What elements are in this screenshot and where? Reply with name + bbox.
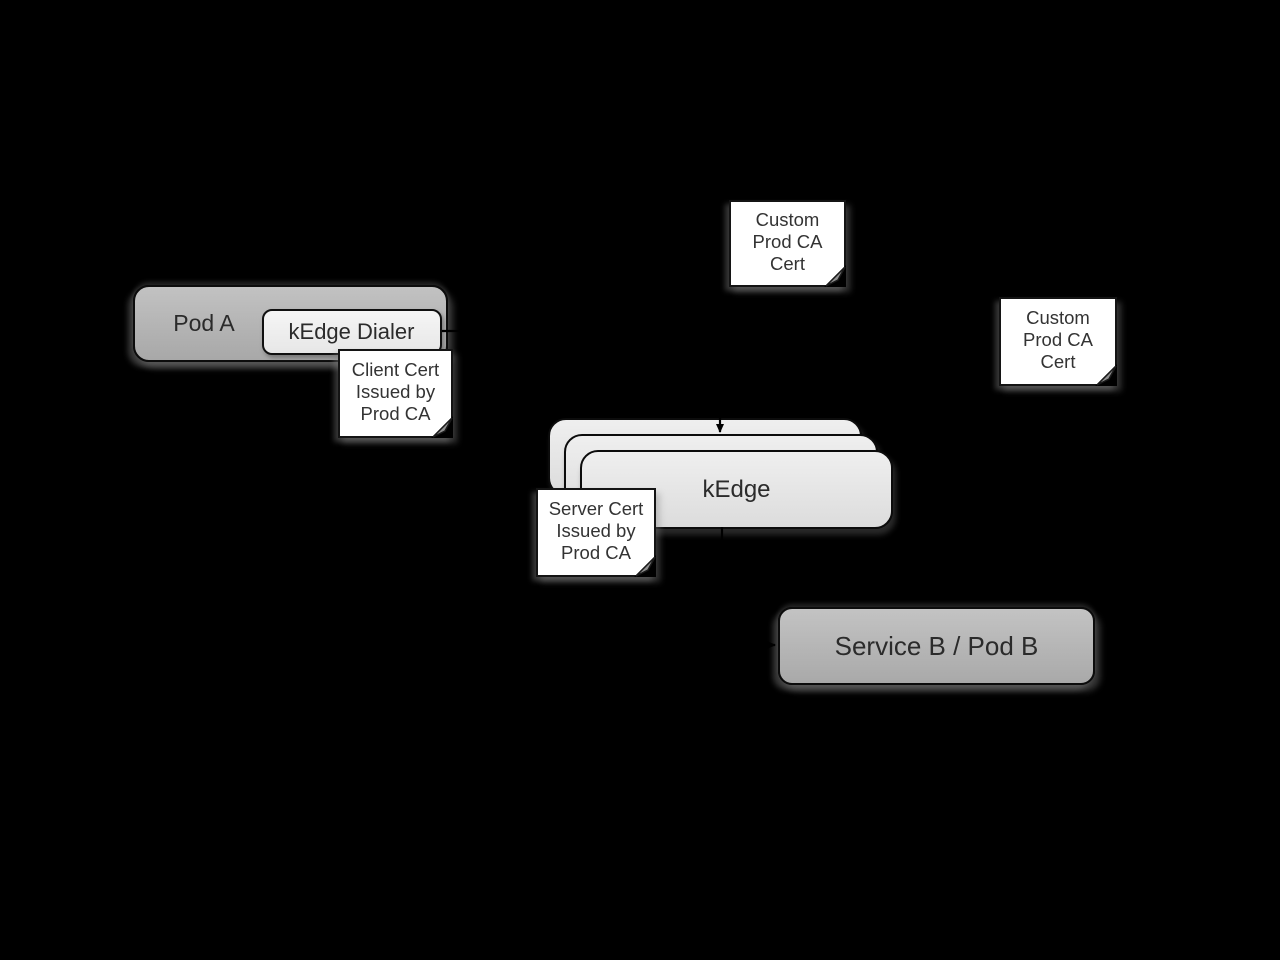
- service-b-label: Service B / Pod B: [834, 630, 1039, 661]
- kedge-dialer-node: kEdge Dialer: [261, 308, 442, 355]
- kedge-label: kEdge: [702, 475, 771, 503]
- note-fold-icon: [634, 555, 656, 577]
- arrow-dialer-to-kedge: [442, 329, 724, 433]
- note-custom-prod-ca-cert-top-text: Custom Prod CA Cert: [752, 208, 823, 274]
- note-fold-icon: [824, 265, 846, 287]
- pod-a-label: Pod A: [173, 310, 235, 336]
- kedge-dialer-label: kEdge Dialer: [288, 318, 415, 344]
- note-server-cert-text: Server Cert Issued by Prod CA: [548, 497, 644, 563]
- note-fold-icon: [431, 416, 453, 438]
- note-client-cert-text: Client Cert Issued by Prod CA: [351, 358, 440, 424]
- note-custom-prod-ca-cert-top: Custom Prod CA Cert: [729, 200, 846, 287]
- arrow-kedge-to-service-b: [720, 527, 776, 649]
- note-client-cert: Client Cert Issued by Prod CA: [338, 349, 453, 438]
- note-fold-icon: [1095, 364, 1117, 386]
- note-custom-prod-ca-cert-right: Custom Prod CA Cert: [999, 297, 1117, 386]
- note-custom-prod-ca-cert-right-text: Custom Prod CA Cert: [1023, 306, 1093, 372]
- note-server-cert: Server Cert Issued by Prod CA: [536, 488, 656, 577]
- service-b-node: Service B / Pod B: [778, 607, 1095, 685]
